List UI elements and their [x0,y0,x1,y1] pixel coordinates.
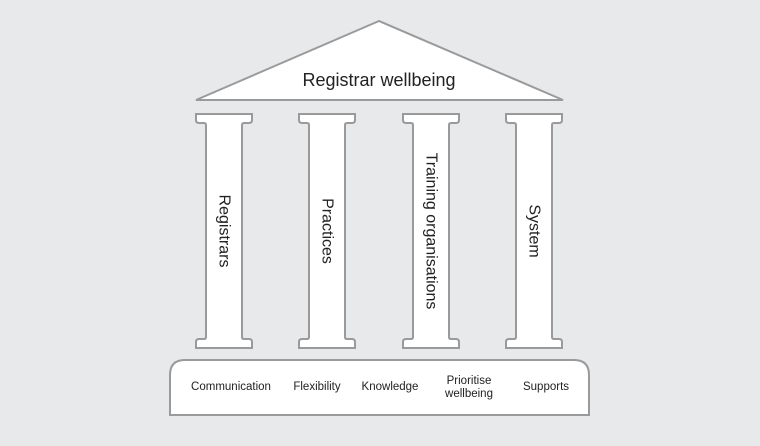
pillar-label: Training organisations [423,153,440,310]
roof-label: Registrar wellbeing [302,70,455,90]
foundation-item-line: Supports [523,381,569,393]
pillar-registrars: Registrars [195,113,253,349]
foundation-item-communication: Communication [191,381,271,393]
pillar-column [195,113,253,349]
foundation-item-supports: Supports [523,381,569,393]
foundation-item-line: Flexibility [293,381,341,393]
pillar-practices: Practices [298,113,356,349]
foundation-item-line: Communication [191,381,271,393]
foundation-block [169,359,590,416]
foundation-item-line: Knowledge [362,381,419,393]
foundation-items: Communication Flexibility Knowledge Prio… [191,375,569,400]
roof: Registrar wellbeing [195,19,564,101]
pillars: Registrars Practices Training organisati… [195,113,563,349]
pillar-system: System [505,113,563,349]
pillar-training-organisations: Training organisations [402,113,460,349]
foundation-item-line: Prioritise [447,375,492,387]
pillar-column [298,113,356,349]
foundation: Communication Flexibility Knowledge Prio… [169,359,590,416]
foundation-item-knowledge: Knowledge [362,381,419,393]
pillar-label: System [526,204,543,257]
pillar-column [505,113,563,349]
foundation-item-line: wellbeing [444,388,493,400]
pillar-column [402,113,460,349]
pillar-label: Registrars [216,195,233,268]
roof-triangle [195,19,564,101]
pillar-label: Practices [319,198,336,264]
foundation-item-flexibility: Flexibility [293,381,341,393]
